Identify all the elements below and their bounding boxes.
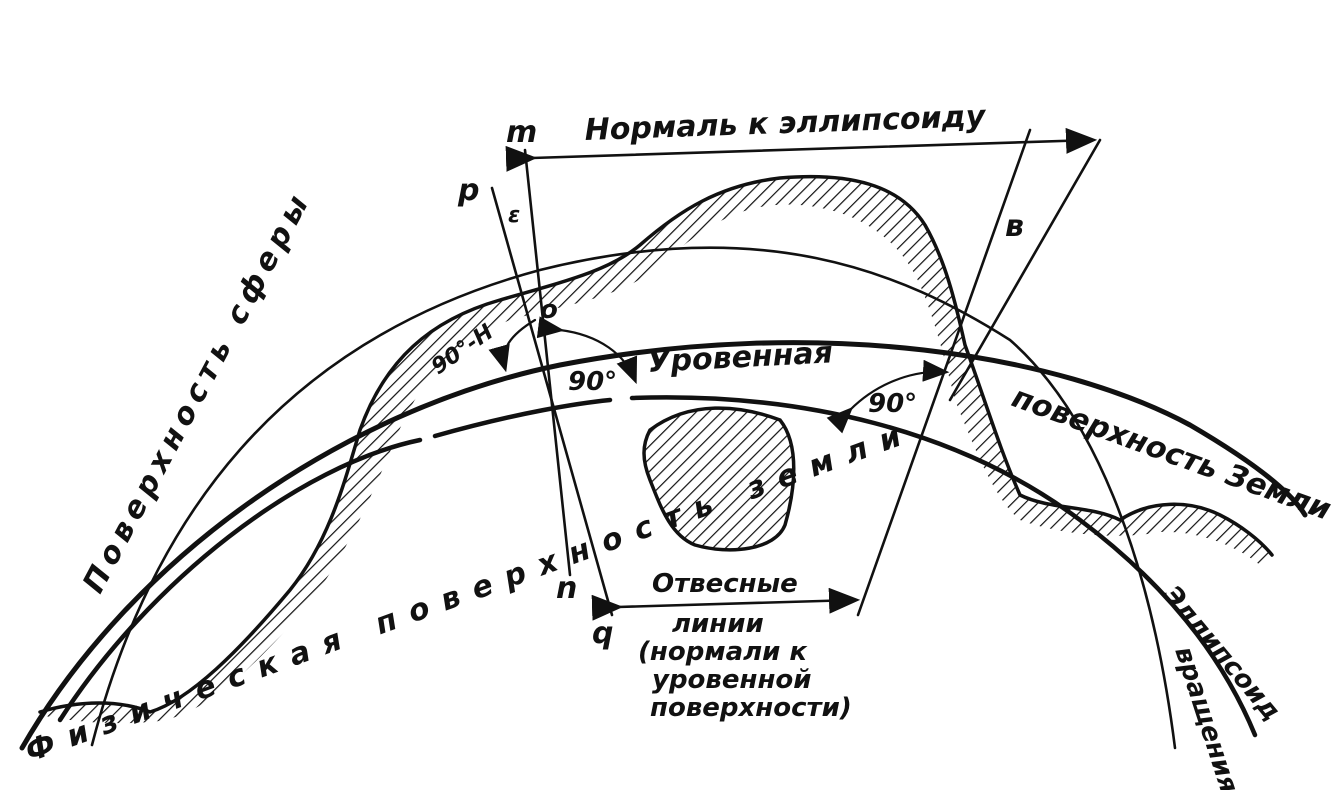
label-level-surface-1: Уровенная [647,335,834,380]
right-ellipsoid-normal [948,138,1102,402]
plumb-line-p-q [490,186,614,617]
dense-mass-blob [642,406,796,552]
label-point-p: p [457,173,479,208]
label-angle-90-center: 90° [568,367,617,397]
label-point-q: q [592,616,613,651]
label-point-m: m [506,115,537,150]
label-plumb-lines-5: поверхности) [650,693,852,723]
label-plumb-lines-1: Отвесные [652,569,798,599]
angle-arc-left [488,318,537,373]
sphere-surface-curve [90,246,1177,750]
angle-arc-right [826,359,950,434]
label-point-n: n [556,571,577,606]
label-plumb-lines-2: линии [672,609,764,639]
label-angle-90-right: 90° [868,389,917,419]
label-point-o: o [540,295,558,325]
label-sphere-surface: Поверхность сферы [76,185,318,599]
label-plumb-lines-3: (нормали к [638,637,808,667]
level-surface-curve [19,340,1308,751]
physical-surface-curve [38,174,1274,714]
plumb-dimension-arrow [591,587,861,621]
angle-arc-center [536,316,638,385]
label-epsilon: ε [508,203,520,228]
label-plumb-lines-4: уровенной [652,665,812,695]
label-point-v: в [1005,209,1024,244]
label-normal-to-ellipsoid: Нормаль к эллипсоиду [584,99,987,148]
normal-dimension-arrow [505,127,1098,172]
